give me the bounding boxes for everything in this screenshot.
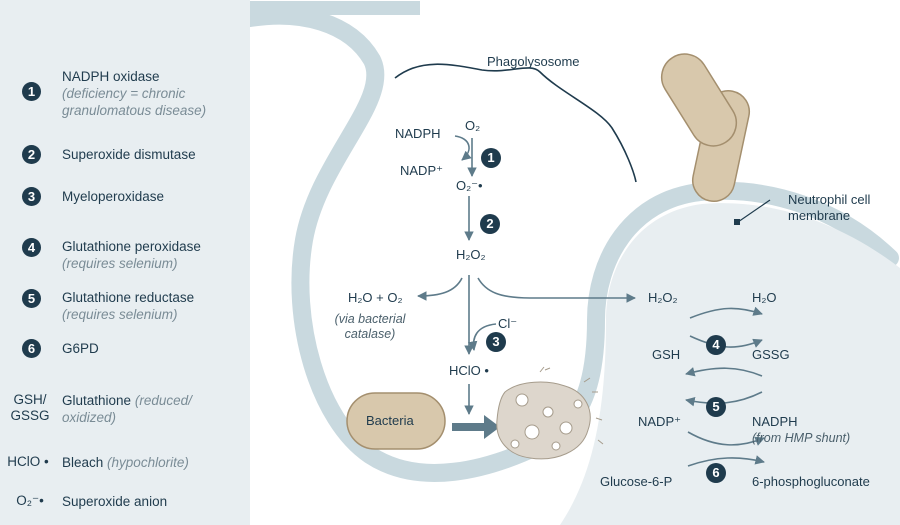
- chloride-label: Cl⁻: [498, 316, 518, 331]
- legend-item-note: (requires selenium): [62, 256, 178, 271]
- step-4-marker: 4: [706, 335, 726, 355]
- hmp-shunt-note: (from HMP shunt): [752, 431, 851, 445]
- h2o2-label: H₂O₂: [456, 247, 486, 262]
- arrow-nadp-to-nadph: [687, 431, 765, 446]
- legend-item-name: NADPH oxidase: [62, 69, 160, 84]
- legend-abbr-note: (hypochlorite): [107, 455, 189, 470]
- bacteria-shape: [346, 392, 446, 450]
- legend-item-note: (deficiency = chronic granulomatous dise…: [62, 86, 207, 118]
- thick-arrow: [452, 415, 500, 439]
- step-3-marker: 3: [486, 332, 506, 352]
- arrow-gssg-to-gsh: [685, 367, 763, 377]
- membrane-band: [241, 6, 899, 482]
- arrow-h2o2-right: [477, 277, 636, 303]
- arrow-cl: [467, 323, 497, 351]
- membrane-pointer: [737, 199, 771, 223]
- 6-phosphogluconate-label: 6-phosphogluconate: [752, 474, 870, 489]
- cycle-h2o2-label: H₂O₂: [648, 290, 678, 305]
- arrow-nadph: [454, 135, 472, 161]
- step-6-marker: 6: [706, 463, 726, 483]
- rod-bacteria-outside: [660, 53, 751, 202]
- legend-abbr-name: Glutathione: [62, 393, 132, 408]
- bacteria-label: Bacteria: [366, 413, 414, 428]
- destroyed-bacteria: [496, 381, 591, 460]
- arrow-nadph-to-nadp: [685, 391, 763, 407]
- step-6-badge: 6: [22, 339, 41, 358]
- o2-label: O₂: [465, 118, 481, 133]
- cycle-nadp-label: NADP⁺: [638, 414, 681, 429]
- abbr-hclo: HClO •: [7, 454, 49, 469]
- step-3-badge: 3: [22, 187, 41, 206]
- arrow-h2o2-left: [417, 277, 463, 301]
- legend-abbr-note: (reduced/ oxidized): [62, 393, 192, 425]
- bacteria-debris: [539, 366, 604, 445]
- legend-item-name: Glutathione peroxidase: [62, 239, 201, 254]
- step-1-badge: 1: [22, 82, 41, 101]
- step-2-badge: 2: [22, 145, 41, 164]
- neutrophil-membrane-label: Neutrophil cell membrane: [788, 192, 871, 223]
- cycle-nadph-label: NADPH: [752, 414, 798, 429]
- abbr-superoxide: O₂⁻•: [16, 493, 44, 508]
- arrow-g6p-to-6pg: [687, 455, 765, 467]
- legend-item-name: Glutathione reductase: [62, 290, 195, 305]
- phagolysosome-label: Phagolysosome: [487, 54, 580, 69]
- nadph-label: NADPH: [395, 126, 441, 141]
- legend-item-name: Myeloperoxidase: [62, 189, 165, 204]
- nadp-label: NADP⁺: [400, 163, 443, 178]
- step-2-marker: 2: [480, 214, 500, 234]
- legend-panel: 1 NADPH oxidase (deficiency = chronic gr…: [0, 0, 250, 525]
- cycle-gssg-label: GSSG: [752, 347, 790, 362]
- arrow-gsh-to-gssg: [689, 335, 763, 348]
- abbr-gsh-gssg: GSH/ GSSG: [10, 392, 50, 423]
- hclo-label: HClO •: [449, 363, 489, 378]
- h2o-o2-label: H₂O + O₂: [348, 290, 403, 305]
- step-4-badge: 4: [22, 238, 41, 257]
- arrow-h2o2-to-h2o: [689, 306, 763, 319]
- cycle-h2o-label: H₂O: [752, 290, 777, 305]
- legend-item-note: (requires selenium): [62, 307, 178, 322]
- superoxide-label: O₂⁻•: [456, 178, 483, 193]
- catalase-note: (via bacterial catalase): [334, 312, 406, 341]
- step-5-marker: 5: [706, 397, 726, 417]
- phagolysosome-bracket: [394, 63, 637, 183]
- legend-abbr-name: Superoxide anion: [62, 494, 168, 509]
- step-1-marker: 1: [481, 148, 501, 168]
- legend-item-name: Superoxide dismutase: [62, 147, 196, 162]
- cytoplasm: [560, 203, 900, 525]
- glucose-6-p-label: Glucose-6-P: [600, 474, 673, 489]
- cycle-gsh-label: GSH: [652, 347, 681, 362]
- legend-item-name: G6PD: [62, 341, 99, 356]
- step-5-badge: 5: [22, 289, 41, 308]
- legend-abbr-name: Bleach: [62, 455, 104, 470]
